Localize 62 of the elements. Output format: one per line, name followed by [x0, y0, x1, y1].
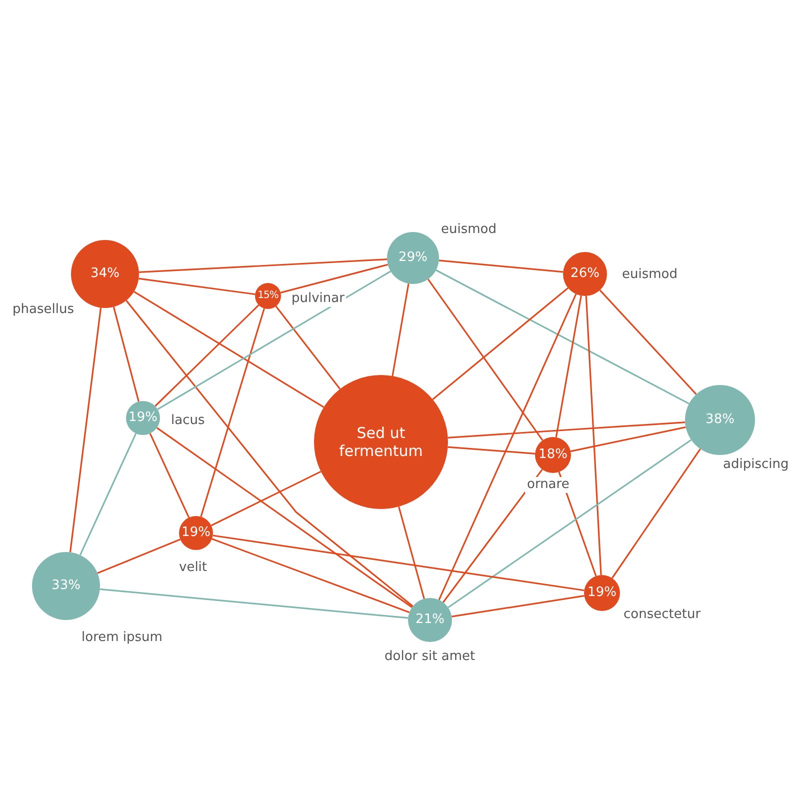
node-label: 19%	[128, 410, 158, 426]
connector-line	[452, 595, 584, 618]
connector-line	[157, 270, 392, 410]
connector-line	[210, 470, 322, 526]
connector-line	[149, 433, 190, 518]
node-caption: lorem ipsum	[80, 630, 164, 646]
node-caption: adipiscing	[721, 457, 791, 473]
connector-line	[126, 300, 414, 607]
connector-line	[79, 433, 137, 556]
node-label: 15%	[258, 290, 278, 302]
connector-line	[570, 426, 686, 452]
percentage-circle	[408, 598, 452, 642]
node-label: 19%	[588, 585, 616, 601]
percentage-circle	[535, 437, 571, 473]
connector-line	[611, 448, 701, 579]
percentage-circle	[584, 575, 620, 611]
connector-line	[438, 294, 577, 600]
connector-line	[69, 308, 102, 552]
node-label: 33%	[52, 578, 80, 594]
node-label: 18%	[538, 447, 568, 463]
connector-line	[280, 264, 388, 294]
percentage-circle	[126, 401, 160, 435]
connector-line	[134, 291, 324, 408]
connector-line	[112, 306, 140, 402]
connector-line	[97, 538, 181, 574]
node-label: 21%	[416, 612, 444, 628]
percentage-circle	[179, 516, 213, 550]
connector-line	[212, 538, 410, 614]
connector-line	[212, 534, 584, 592]
connector-line	[585, 296, 602, 576]
node-label: 38%	[706, 412, 734, 428]
connector-line	[448, 439, 692, 608]
connector-line	[398, 506, 425, 599]
connector-line	[200, 308, 265, 517]
connector-line	[442, 468, 543, 603]
percentage-circle	[387, 232, 439, 284]
percentage-circle	[255, 283, 281, 309]
connector-line	[427, 278, 544, 441]
node-caption: ornare	[525, 477, 572, 493]
node-label: 29%	[398, 250, 428, 266]
node-label: 34%	[90, 266, 120, 282]
percentage-circle	[685, 385, 755, 455]
node-label: Sed ut fermentum	[338, 424, 424, 460]
connector-line	[138, 278, 256, 296]
connector-line	[438, 260, 564, 273]
connector-line	[156, 427, 412, 608]
node-caption: pulvinar	[290, 291, 346, 307]
connector-line	[555, 296, 582, 438]
connector-line	[599, 290, 697, 395]
connector-line	[448, 446, 536, 454]
connector-line	[448, 421, 686, 438]
connector-line	[154, 304, 260, 407]
connector-line	[432, 287, 569, 400]
connector-line	[436, 269, 690, 404]
node-label: 19%	[182, 525, 210, 541]
node-label: 26%	[570, 266, 600, 282]
connector-line	[392, 283, 410, 376]
percentage-circle	[563, 252, 607, 296]
connector-line	[138, 258, 388, 274]
node-caption: phasellus	[10, 302, 76, 318]
connector-line	[275, 306, 341, 390]
connector-line	[100, 588, 408, 619]
